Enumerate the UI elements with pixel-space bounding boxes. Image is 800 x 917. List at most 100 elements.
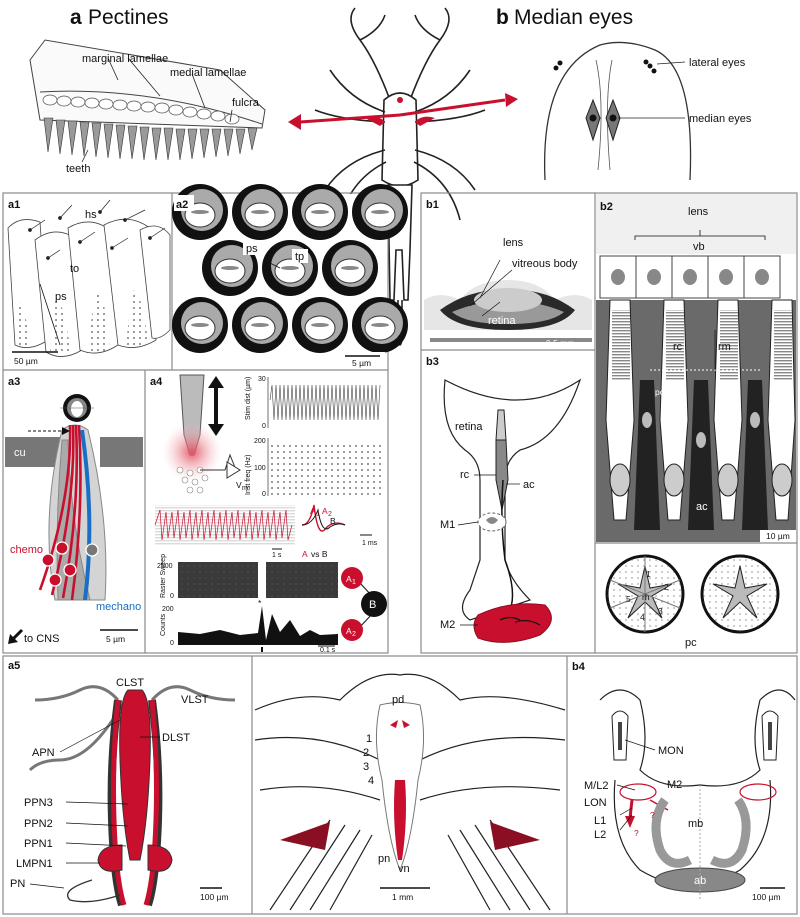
title-a: a Pectines — [70, 6, 169, 29]
a3-pore-icon — [60, 394, 94, 422]
svg-text:Median eyes: Median eyes — [514, 6, 633, 29]
svg-text:A: A — [322, 506, 328, 516]
svg-text:30: 30 — [258, 376, 266, 383]
panel-ganglion: pd 1 2 3 4 pn vn 1 mm — [254, 673, 566, 911]
svg-text:1: 1 — [366, 733, 372, 745]
svg-text:0: 0 — [262, 491, 266, 498]
svg-text:lens: lens — [688, 206, 709, 218]
svg-text:VLST: VLST — [181, 694, 209, 706]
svg-text:Inst freq (Hz): Inst freq (Hz) — [245, 455, 252, 495]
svg-text:APN: APN — [32, 747, 55, 759]
svg-text:m: m — [242, 485, 248, 492]
svg-text:mechano: mechano — [96, 601, 141, 613]
label-teeth: teeth — [66, 163, 90, 175]
svg-text:M2: M2 — [667, 779, 682, 791]
panel-a5: a5 CLST VLST APN DLST PPN3 PPN2 PPN1 L — [8, 660, 236, 907]
svg-text:4: 4 — [640, 612, 645, 622]
svg-text:L2: L2 — [594, 829, 606, 841]
svg-text:hs: hs — [85, 209, 97, 221]
svg-text:0: 0 — [170, 640, 174, 647]
svg-text:M1: M1 — [440, 519, 455, 531]
panel-b3: b3 retina rc ac M1 M2 — [426, 356, 582, 643]
b2-retinula-cells — [605, 299, 796, 530]
panel-tag-b3: b3 — [426, 356, 439, 368]
svg-text:1: 1 — [352, 579, 356, 586]
svg-text:0: 0 — [262, 423, 266, 430]
svg-text:vitreous body: vitreous body — [512, 258, 578, 270]
svg-text:200: 200 — [254, 438, 266, 445]
label-lateral-eyes: lateral eyes — [689, 57, 746, 69]
panel-tag-a2: a2 — [176, 199, 188, 211]
scorpion-red-arrows — [288, 93, 518, 130]
svg-text:B: B — [369, 599, 376, 611]
svg-text:0.5 mm: 0.5 mm — [546, 338, 574, 348]
svg-text:pc: pc — [655, 387, 665, 397]
svg-text:5 µm: 5 µm — [106, 634, 125, 644]
label-marginal-lamellae: marginal lamellae — [82, 53, 168, 65]
svg-text:2: 2 — [352, 631, 356, 638]
svg-text:vs B: vs B — [311, 549, 328, 559]
svg-text:B: B — [330, 516, 336, 526]
svg-text:rh: rh — [642, 592, 650, 602]
label-median-eyes: median eyes — [689, 113, 752, 125]
b2-cross-sections — [605, 554, 780, 634]
svg-text:V: V — [236, 480, 242, 490]
panel-a4: a4 V m Stim dist (µm) 30 0 Inst freq (Hz… — [147, 372, 387, 654]
svg-text:0.1 s: 0.1 s — [320, 647, 336, 654]
svg-text:tp: tp — [295, 251, 304, 263]
svg-text:rm: rm — [718, 341, 731, 353]
svg-text:0: 0 — [170, 593, 174, 600]
svg-text:MON: MON — [658, 745, 684, 757]
label-medial-lamellae: medial lamellae — [170, 67, 246, 79]
a2-pores — [172, 184, 408, 353]
svg-text:ac: ac — [696, 501, 708, 513]
median-eyes-illustration: lateral eyes median eyes — [543, 41, 752, 181]
svg-text:pn: pn — [378, 853, 390, 865]
svg-text:2: 2 — [363, 747, 369, 759]
panel-tag-a5: a5 — [8, 660, 20, 672]
svg-text:PPN1: PPN1 — [24, 838, 53, 850]
svg-text:PPN2: PPN2 — [24, 818, 53, 830]
svg-text:M/L2: M/L2 — [584, 780, 608, 792]
svg-text:5 µm: 5 µm — [352, 358, 371, 368]
panel-a3: a3 cu chemo mechano to CNS 5 µm — [5, 372, 143, 645]
svg-text:to CNS: to CNS — [24, 633, 59, 645]
svg-text:ps: ps — [246, 243, 258, 255]
svg-text:3: 3 — [363, 761, 369, 773]
panel-b4: b4 MON M/L2 M2 LON L1 L2 mb ab ? ? 100 — [572, 661, 796, 902]
svg-text:A: A — [346, 626, 352, 636]
svg-text:chemo: chemo — [10, 544, 43, 556]
svg-text:ab: ab — [694, 875, 706, 887]
svg-text:1: 1 — [646, 569, 651, 579]
svg-text:1 ms: 1 ms — [362, 540, 378, 547]
svg-text:2: 2 — [328, 511, 332, 518]
panel-tag-b4: b4 — [572, 661, 586, 673]
svg-text:?: ? — [634, 828, 639, 838]
label-fulcra: fulcra — [232, 97, 260, 109]
panel-tag-a3: a3 — [8, 376, 20, 388]
svg-text:pd: pd — [392, 694, 404, 706]
svg-text:mb: mb — [688, 818, 703, 830]
svg-text:Pectines: Pectines — [88, 6, 169, 29]
svg-text:?: ? — [650, 810, 655, 820]
svg-text:3: 3 — [658, 606, 663, 616]
svg-text:*: * — [258, 598, 262, 608]
svg-text:pc: pc — [685, 637, 697, 649]
svg-text:1 mm: 1 mm — [392, 892, 413, 902]
svg-text:200: 200 — [162, 606, 174, 613]
svg-text:vb: vb — [693, 241, 705, 253]
panel-a2: a2 ps tp 5 µm — [172, 184, 408, 369]
svg-text:Counts: Counts — [160, 613, 167, 636]
svg-text:A: A — [302, 549, 308, 559]
svg-text:100 µm: 100 µm — [200, 892, 229, 902]
svg-text:Stim dist (µm): Stim dist (µm) — [245, 377, 252, 420]
panel-b2: b2 lens vb rc rm pc ac 10 µm 1 2 3 4 5 r… — [596, 194, 796, 649]
svg-text:100 µm: 100 µm — [752, 892, 781, 902]
title-b: b Median eyes — [496, 6, 633, 29]
svg-text:1 s: 1 s — [272, 552, 282, 559]
pectine-teeth — [43, 117, 258, 161]
svg-text:M2: M2 — [440, 619, 455, 631]
a4-circuit-diagram: A 1 A 2 B — [341, 567, 387, 641]
svg-text:2500: 2500 — [157, 563, 173, 570]
svg-text:DLST: DLST — [162, 732, 190, 744]
